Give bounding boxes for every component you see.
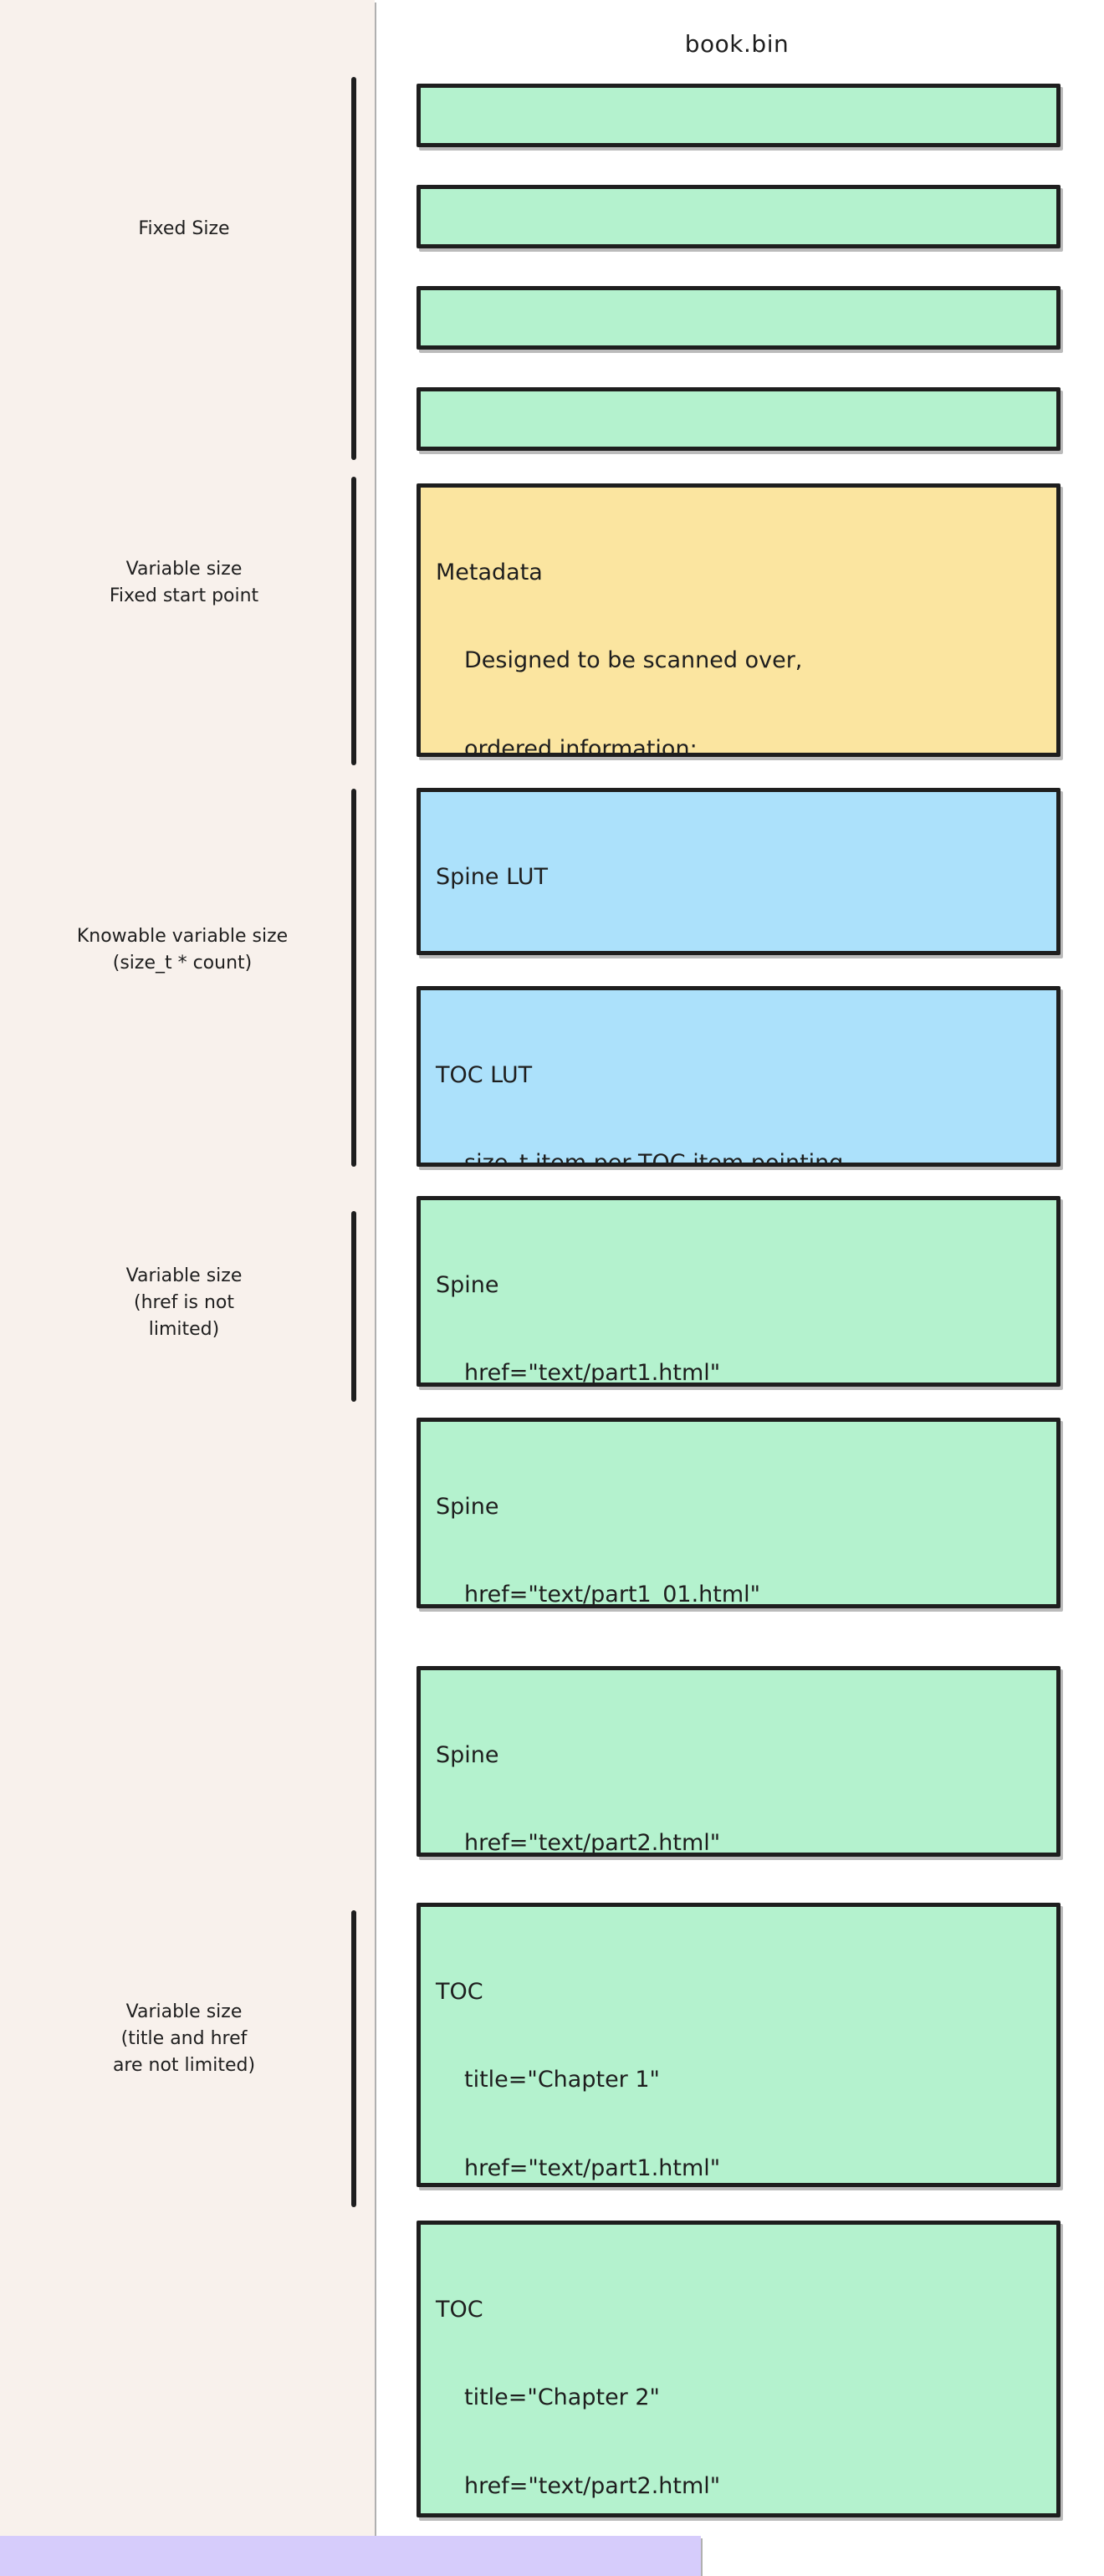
book-bin-container [0,2536,701,2576]
block-version: VERSION = 1 [417,84,1061,147]
block-toc-2-title: TOC [436,2297,483,2323]
block-spine-1-title: Spine [436,1272,499,1299]
block-spine-lut: Spine LUT size_t item per spine item poi… [417,788,1061,955]
block-toc-1-title-attr: title="Chapter 1" [464,2067,660,2093]
block-spine-1-href: href="text/part1.html" [464,1360,721,1387]
block-toc-1-href: href="text/part1.html" [464,2154,721,2181]
block-spine-2: Spine href="text/part1_01.html" cumSize=… [417,1418,1061,1608]
block-toc-lut-line-1: size_t item per TOC item pointing [464,1150,844,1167]
bracket-bar-variable-href [351,1211,356,1402]
block-toc-2-title-attr: title="Chapter 2" [464,2384,660,2411]
block-toc-1-title: TOC [436,1979,483,2006]
block-toc-2: TOC title="Chapter 2" href="text/part2.h… [417,2221,1061,2517]
block-metadata-title: Metadata [436,560,543,586]
page-title: book.bin [684,30,790,58]
group-label-variable-size-href: Variable size (href is not limited) [125,1265,243,1340]
block-metadata: Metadata Designed to be scanned over, or… [417,483,1061,757]
block-spine-count: Spine count [417,286,1061,350]
block-spine-3: Spine href="text/part2.html" cumSize=123… [417,1666,1061,1857]
block-toc-count: TOC count [417,387,1061,451]
block-spine-3-title: Spine [436,1742,499,1769]
block-spine-2-href: href="text/part1_01.html" [464,1582,761,1608]
block-spine-lut-title: Spine LUT [436,864,549,891]
block-lut-offset: LUT Offset [417,185,1061,248]
bracket-bar-variable-title-href [351,1910,356,2207]
block-spine-2-title: Spine [436,1494,499,1521]
block-metadata-line-1: Designed to be scanned over, [464,647,803,674]
block-metadata-line-2: ordered information: [464,735,698,757]
bracket-bar-knowable-variable [351,789,356,1167]
group-label-variable-size-title-href: Variable size (title and href are not li… [112,2001,256,2076]
block-spine-lut-line-1: size_t item per spine item pointing [436,950,1043,951]
bracket-bar-fixed-size [351,77,356,460]
bracket-bar-variable-fixed-start [351,477,356,765]
left-annotation-panel [0,0,375,2536]
group-label-knowable-variable-size: Knowable variable size (size_t * count) [76,926,289,974]
group-label-variable-fixed-start: Variable size Fixed start point [109,559,259,606]
block-spine-1: Spine href="text/part1.html" cumSize=123… [417,1196,1061,1387]
block-toc-1: TOC title="Chapter 1" href="text/part1.h… [417,1903,1061,2187]
block-toc-lut: TOC LUT size_t item per TOC item pointin… [417,986,1061,1167]
group-label-fixed-size: Fixed Size [138,218,230,239]
block-spine-3-href: href="text/part2.html" [464,1830,721,1857]
block-toc-2-href: href="text/part2.html" [464,2472,721,2499]
block-toc-lut-title: TOC LUT [436,1062,533,1089]
